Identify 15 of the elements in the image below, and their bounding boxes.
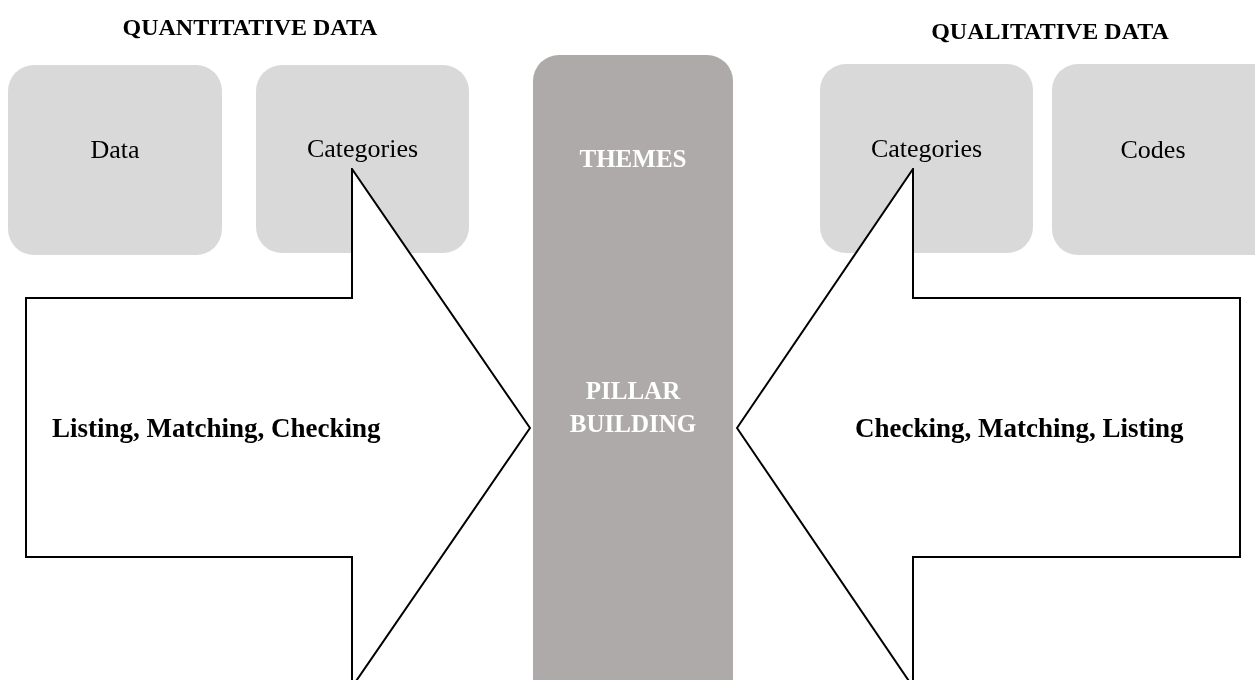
category-box	[820, 64, 1033, 253]
pillar-label: PILLAR BUILDING	[568, 376, 698, 439]
box-label: Categories	[870, 133, 983, 164]
category-box	[256, 65, 469, 253]
section-heading: QUALITATIVE DATA	[930, 18, 1170, 45]
box-label: Codes	[1120, 134, 1186, 165]
category-box	[8, 65, 222, 255]
category-box	[1052, 64, 1255, 255]
arrow-label: Listing, Matching, Checking	[52, 412, 381, 444]
pillar-bar	[533, 55, 733, 680]
box-label: Data	[90, 135, 140, 165]
pillar-label: THEMES	[578, 144, 688, 174]
arrow-label: Checking, Matching, Listing	[855, 412, 1184, 444]
box-label: Categories	[306, 134, 419, 164]
section-heading: QUANTITATIVE DATA	[121, 14, 379, 41]
